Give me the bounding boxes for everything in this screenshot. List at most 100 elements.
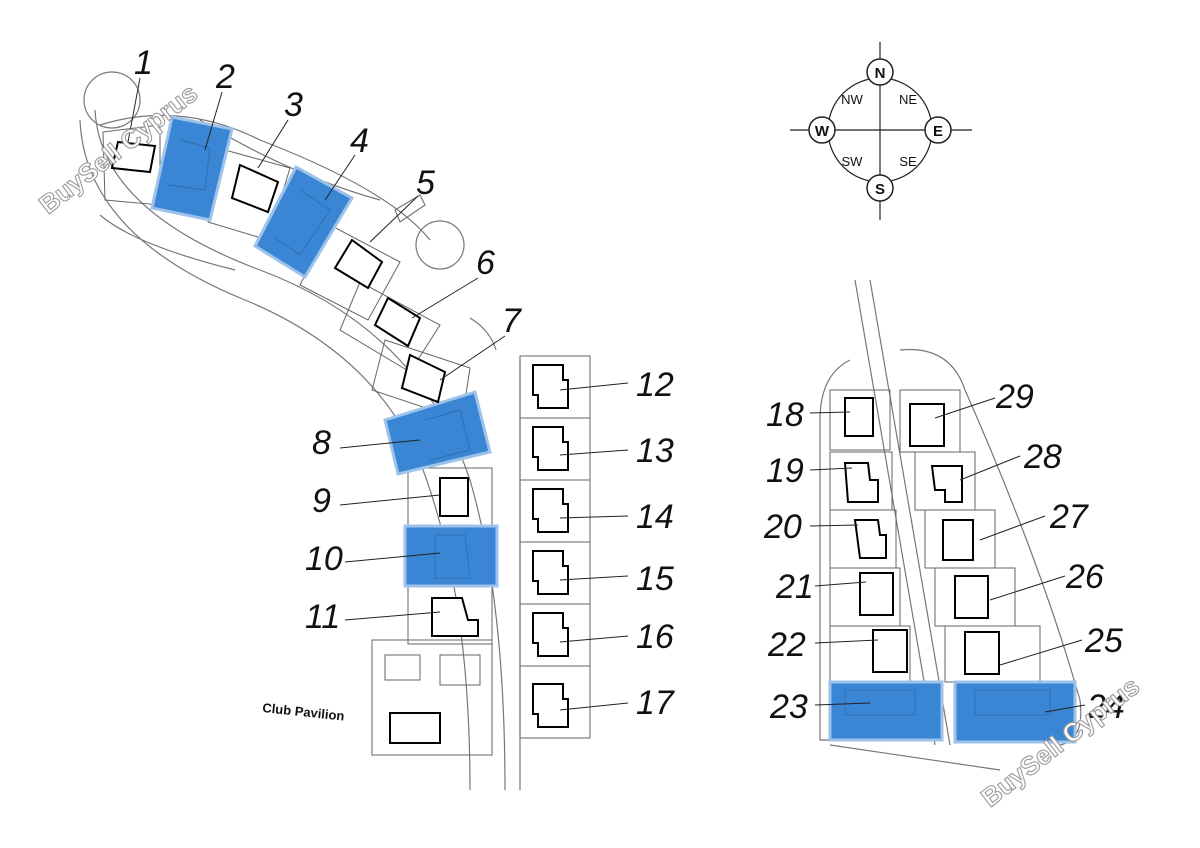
- roads-layer: [79, 71, 1082, 791]
- compass-west-circle: [808, 116, 836, 144]
- plot-number-28: 28: [1023, 438, 1062, 476]
- sold-plot-8[interactable]: [383, 390, 492, 476]
- house-9[interactable]: [439, 477, 469, 517]
- plot-number-24: 24: [1086, 688, 1125, 726]
- plot-number-16: 16: [636, 618, 674, 656]
- house-28[interactable]: [930, 465, 963, 503]
- house-13[interactable]: [532, 426, 569, 471]
- leader-26: [989, 575, 1066, 601]
- leader-5: [369, 195, 419, 243]
- leader-8: [339, 439, 421, 449]
- compass-e: E: [933, 123, 943, 140]
- plot-number-2: 2: [215, 58, 235, 96]
- house-15[interactable]: [532, 550, 569, 595]
- house-12[interactable]: [532, 364, 569, 409]
- plot-number-6: 6: [476, 244, 495, 282]
- leader-16: [559, 635, 629, 643]
- leader-21: [814, 581, 867, 587]
- plot-number-4: 4: [350, 122, 369, 160]
- leader-29: [934, 397, 996, 419]
- right-block-left: [819, 359, 851, 741]
- compass-rose: N S W E NW NE SW SE: [790, 42, 972, 220]
- house-17[interactable]: [532, 683, 569, 728]
- leader-20: [809, 524, 859, 527]
- curved-road-edge-4: [469, 317, 497, 351]
- leader-7: [439, 335, 506, 381]
- leader-10: [344, 552, 441, 563]
- plot-number-13: 13: [636, 432, 674, 470]
- house-3[interactable]: [230, 163, 280, 214]
- lot-17: [519, 665, 591, 739]
- plot-number-9: 9: [312, 482, 331, 520]
- compass-ne: NE: [899, 92, 917, 107]
- compass-nw: NW: [841, 92, 863, 107]
- house-25[interactable]: [964, 631, 1000, 675]
- compass-s: S: [875, 181, 885, 198]
- sold-plot-10[interactable]: [403, 524, 499, 588]
- plot-number-1: 1: [134, 44, 153, 82]
- leader-19: [809, 467, 853, 471]
- sold-plot-4-detail: [274, 189, 331, 256]
- lot-18: [829, 389, 891, 451]
- leader-12: [559, 382, 629, 391]
- roundabout-1: [83, 71, 141, 129]
- pavilion-sub-1: [384, 654, 421, 681]
- right-road-left-edge: [854, 279, 936, 746]
- compass-w: W: [815, 123, 830, 140]
- plot-number-14: 14: [636, 498, 674, 536]
- house-20[interactable]: [853, 519, 887, 559]
- plot-number-18: 18: [766, 396, 804, 434]
- plot-number-29: 29: [995, 378, 1034, 416]
- house-21[interactable]: [859, 572, 894, 616]
- house-1[interactable]: [110, 140, 157, 174]
- club-pavilion-label: Club Pavilion: [262, 700, 346, 724]
- plot-number-27: 27: [1049, 498, 1089, 536]
- house-5[interactable]: [333, 238, 384, 290]
- leader-9: [339, 494, 441, 506]
- compass-se: SE: [899, 154, 917, 169]
- plot-number-8: 8: [312, 424, 331, 462]
- sold-plot-2[interactable]: [150, 115, 234, 222]
- sold-plot-8-detail: [424, 409, 471, 461]
- road-spur: [394, 194, 426, 223]
- leader-6: [411, 277, 479, 319]
- house-19[interactable]: [843, 462, 879, 503]
- outer-lot-line: [99, 114, 431, 241]
- leader-23: [814, 702, 871, 706]
- house-22[interactable]: [872, 629, 908, 673]
- plot-number-3: 3: [284, 86, 303, 124]
- house-6[interactable]: [373, 296, 422, 348]
- right-road-right-edge: [869, 279, 951, 746]
- house-14[interactable]: [532, 488, 569, 533]
- house-29[interactable]: [909, 403, 945, 447]
- plot-number-25: 25: [1084, 622, 1123, 660]
- leader-25: [999, 639, 1083, 666]
- house-26[interactable]: [954, 575, 989, 619]
- plot-number-5: 5: [416, 164, 435, 202]
- pavilion-building[interactable]: [389, 712, 441, 744]
- leader-24: [1044, 704, 1086, 713]
- plot-number-10: 10: [305, 540, 343, 578]
- house-7[interactable]: [400, 353, 447, 404]
- house-18[interactable]: [844, 397, 874, 437]
- compass-north-circle: [866, 58, 894, 86]
- house-16[interactable]: [532, 612, 569, 657]
- plot-number-17: 17: [636, 684, 675, 722]
- plot-number-23: 23: [769, 688, 808, 726]
- leader-15: [559, 575, 629, 581]
- leader-18: [809, 411, 851, 414]
- leader-2: [204, 91, 223, 151]
- sold-plot-23[interactable]: [828, 680, 944, 742]
- plot-number-20: 20: [763, 508, 802, 546]
- compass-sw: SW: [842, 154, 864, 169]
- house-footprints: [110, 140, 1000, 744]
- leader-28: [959, 455, 1021, 481]
- plot-number-26: 26: [1065, 558, 1104, 596]
- plot-number-21: 21: [775, 568, 814, 606]
- plot-number-19: 19: [766, 452, 804, 490]
- house-27[interactable]: [942, 519, 974, 561]
- compass-n: N: [875, 65, 886, 82]
- house-11[interactable]: [431, 597, 479, 637]
- plot-number-12: 12: [636, 366, 674, 404]
- leader-14: [559, 515, 629, 519]
